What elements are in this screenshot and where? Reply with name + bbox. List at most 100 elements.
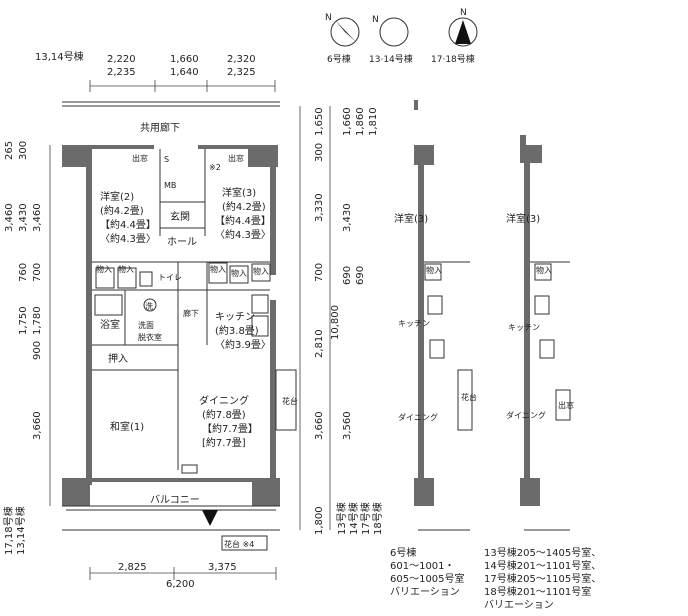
variant6-caption-4: バリエーション [390, 586, 460, 598]
bottom-dim-3375: 3,375 [208, 562, 237, 573]
note2-label: ※2 [209, 163, 221, 172]
demado-label-left: 出窓 [132, 153, 148, 163]
left-dim-3660: 3,660 [32, 411, 43, 440]
right-note-17: 17号棟 [359, 502, 372, 535]
top-dim-2b: 1,640 [170, 67, 199, 78]
left-note-17-18: 17,18号棟 [2, 506, 15, 555]
left-dim-700: 700 [32, 263, 43, 282]
balcony-label: バルコニー [150, 494, 200, 506]
right-note-13: 13号棟 [335, 502, 348, 535]
dining-area3: [約7.7畳] [202, 436, 246, 449]
variant6-caption-1: 6号棟 [390, 546, 416, 559]
top-dim-2a: 1,660 [170, 54, 199, 65]
variant13-dining-label: ダイニング [506, 410, 546, 420]
variant6-caption-3: 605～1005号室 [390, 572, 465, 585]
right-dim-3330: 3,330 [314, 193, 325, 222]
variant13-caption-3: 17号棟205～1105号室、 [484, 572, 601, 585]
kitchen-name: キッチン [215, 311, 255, 323]
storage-label-4: 物入 [231, 268, 247, 278]
western3-area3: 〈約4.3畳〉 [215, 228, 271, 241]
left-dim-300: 300 [18, 141, 29, 160]
variant6-room-label: 洋室(3) [394, 212, 428, 225]
variant13-caption-4: 18号棟201～1101号室 [484, 585, 591, 598]
main-plan [62, 145, 297, 551]
right-dim-1860: 1,860 [355, 107, 366, 136]
variant6-caption-2: 601～1001・ [390, 561, 455, 572]
closet-label: 押入 [108, 352, 128, 365]
variant6-hanadai-label: 花台 [461, 392, 477, 402]
kitchen-area1: (約3.8畳) [215, 324, 259, 337]
building-title: 13,14号棟 [35, 50, 84, 63]
right-dim-1660: 1,660 [342, 107, 353, 136]
washroom-label-1: 洗面 [138, 320, 154, 330]
right-dim-1650: 1,650 [314, 107, 325, 136]
storage-label-3: 物入 [210, 264, 226, 274]
left-dim-3460b: 3,460 [32, 203, 43, 232]
western3-name: 洋室(3) [222, 186, 256, 199]
right-dim-700: 700 [314, 263, 325, 282]
kitchen-area2: 〈約3.9畳〉 [215, 338, 271, 351]
left-dim-3460a: 3,460 [4, 203, 15, 232]
japanese-room-label: 和室(1) [110, 420, 144, 433]
left-dim-265: 265 [4, 141, 15, 160]
dining-area1: (約7.8畳) [202, 408, 246, 421]
western2-name: 洋室(2) [100, 190, 134, 203]
western2-area2: 【約4.4畳】 [100, 218, 156, 231]
top-dim-1b: 2,235 [107, 67, 136, 78]
compass-label-13-14: 13·14号棟 [369, 53, 413, 65]
compass-13-14: N 13·14号棟 [369, 15, 413, 65]
right-dim-2810: 2,810 [314, 329, 325, 358]
variant-13-plan [520, 135, 571, 531]
variant6-kitchen-label: キッチン [398, 319, 430, 328]
right-note-14: 14号棟 [347, 502, 360, 535]
storage-label-2: 物入 [118, 264, 134, 274]
right-dim-10800: 10,800 [330, 305, 341, 340]
left-note-13-14: 13,14号棟 [14, 506, 27, 555]
left-dim-3430: 3,430 [18, 203, 29, 232]
western3-area2: 【約4.4畳】 [215, 214, 271, 227]
corridor-label: 共用廊下 [140, 121, 180, 134]
bath-label: 浴室 [100, 318, 120, 331]
demado-label-right: 出窓 [228, 153, 244, 163]
variant6-storage-label: 物入 [426, 265, 442, 275]
left-dim-1780: 1,780 [32, 306, 43, 335]
right-dim-690b: 690 [355, 266, 366, 285]
right-dim-3560: 3,560 [342, 411, 353, 440]
right-dim-690a: 690 [342, 266, 353, 285]
variant13-kitchen-label: キッチン [508, 323, 540, 332]
washroom-label-2: 脱衣室 [138, 332, 162, 342]
compass-17-18: N 17·18号棟 [431, 8, 478, 65]
compass-label-17-18: 17·18号棟 [431, 53, 475, 65]
western2-area1: (約4.2畳) [100, 204, 144, 217]
wash-icon-label: 洗 [145, 301, 153, 311]
top-dim-3a: 2,320 [227, 54, 256, 65]
variant13-storage-label: 物入 [536, 265, 552, 275]
right-dims: 1,650 1,660 1,860 1,810 300 3,330 3,430 … [314, 107, 384, 535]
storage-label-1: 物入 [96, 264, 112, 274]
top-dim-1a: 2,220 [107, 54, 136, 65]
s-label: S [164, 155, 169, 164]
compass-label-6: 6号棟 [327, 53, 351, 65]
compass-n-label-2: N [372, 15, 379, 25]
hanadai4-label: 花台 ※4 [224, 539, 254, 549]
mb-label: MB [164, 181, 176, 190]
variant13-caption-5: バリエーション [484, 599, 554, 611]
right-dim-3430: 3,430 [342, 203, 353, 232]
hall-label: ホール [167, 236, 197, 248]
compass-6: N 6号棟 [325, 13, 360, 65]
dining-name: ダイニング [199, 394, 249, 407]
left-dim-760: 760 [18, 263, 29, 282]
compass-n-label-3: N [460, 8, 467, 18]
hallway-label: 廊下 [183, 308, 199, 318]
bottom-dim-2825: 2,825 [118, 562, 147, 573]
variant13-caption-1: 13号棟205～1405号室、 [484, 546, 601, 559]
dining-area2: 【約7.7畳】 [202, 422, 258, 435]
entrance-label: 玄関 [170, 210, 190, 223]
left-dim-1750: 1,750 [18, 306, 29, 335]
western3-area1: (約4.2畳) [222, 200, 266, 213]
variant13-demado-label: 出窓 [558, 400, 574, 410]
variant13-caption-2: 14号棟201～1101号室、 [484, 559, 601, 572]
right-dim-3660: 3,660 [314, 411, 325, 440]
